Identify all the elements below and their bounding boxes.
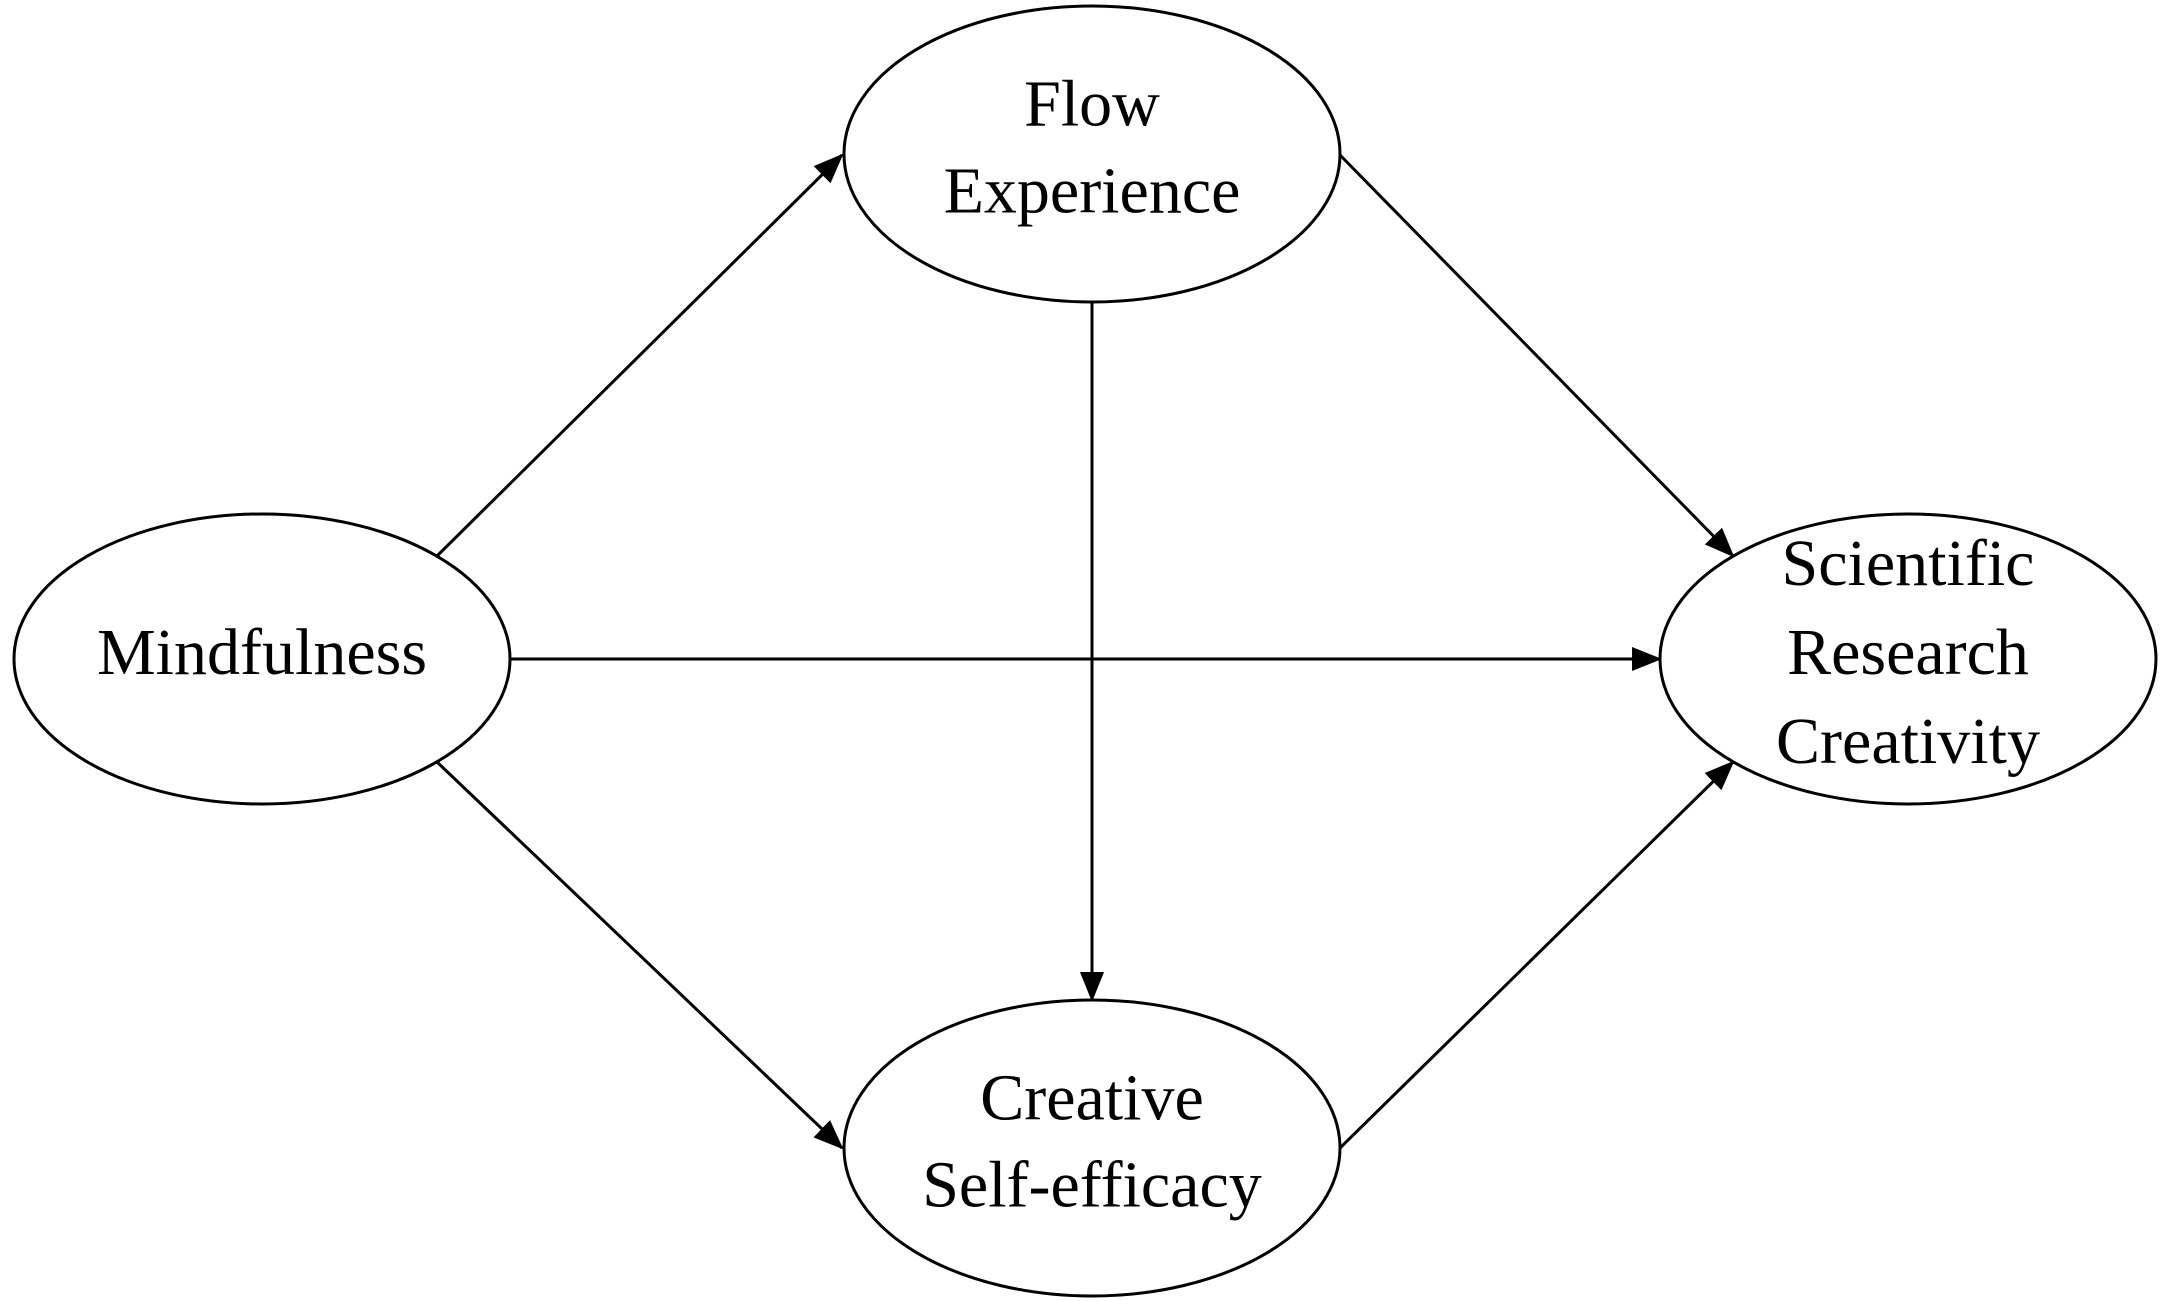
edge-flow-to-creativity	[1338, 153, 1735, 558]
node-mindfulness-ellipse	[12, 512, 512, 806]
node-efficacy-ellipse	[842, 998, 1342, 1298]
edge-mindfulness-to-flow	[435, 153, 844, 558]
node-creativity-label-line-1: Scientific	[1782, 527, 2035, 600]
node-mindfulness-label-line-1: Mindfulness	[97, 616, 427, 689]
node-flow-ellipse	[842, 4, 1342, 304]
node-flow-label-line-2: Experience	[944, 155, 1241, 228]
node-efficacy-label-line-2: Self-efficacy	[922, 1149, 1262, 1222]
node-creativity-ellipse	[1658, 512, 2158, 806]
edges	[435, 153, 1735, 1150]
node-mindfulness: Mindfulness	[12, 512, 512, 806]
nodes: Mindfulness FlowExperienceCreativeSelf-ef…	[12, 4, 2158, 1298]
node-efficacy-label-line-1: Creative	[980, 1062, 1204, 1135]
node-flow-label-line-1: Flow	[1024, 68, 1160, 141]
node-creativity-label-line-2: Research	[1787, 616, 2029, 689]
edge-efficacy-to-creativity	[1338, 760, 1735, 1150]
node-creativity-label-line-3: Creativity	[1776, 705, 2040, 778]
edge-mindfulness-to-efficacy	[435, 760, 844, 1150]
